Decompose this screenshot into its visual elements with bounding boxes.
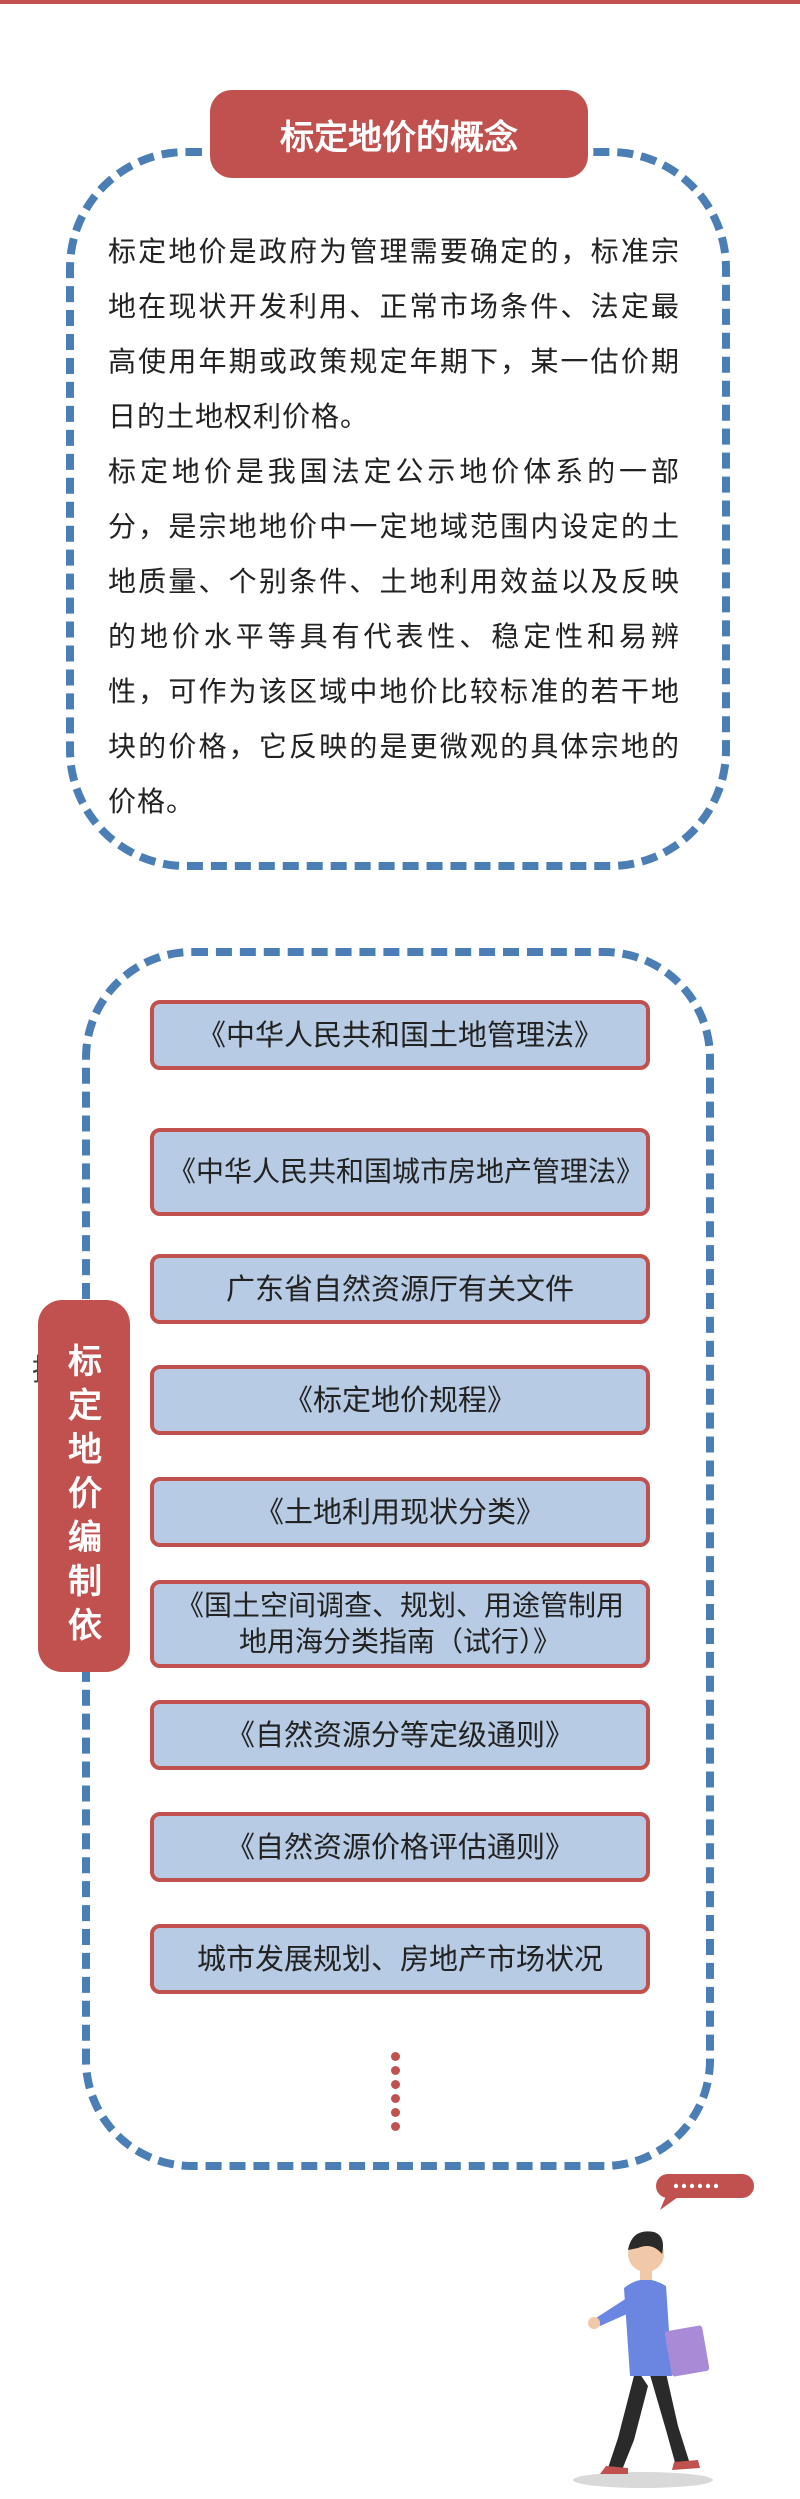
basis-item: 《自然资源分等定级通则》 xyxy=(150,1700,650,1770)
concept-paragraph-1: 标定地价是政府为管理需要确定的，标准宗地在现状开发利用、正常市场条件、法定最高使… xyxy=(108,235,680,433)
basis-item: 《中华人民共和国土地管理法》 xyxy=(150,1000,650,1070)
basis-item: 《标定地价规程》 xyxy=(150,1365,650,1435)
basis-label: 标定地价编制依 xyxy=(68,1342,102,1646)
top-rule xyxy=(0,0,800,4)
concept-paragraph-2: 标定地价是我国法定公示地价体系的一部分，是宗地地价中一定地域范围内设定的土地质量… xyxy=(108,455,680,818)
concept-title: 标定地价的概念 xyxy=(210,90,588,178)
basis-item: 《中华人民共和国城市房地产管理法》 xyxy=(150,1128,650,1216)
speech-bubble-icon xyxy=(656,2174,754,2210)
basis-item: 城市发展规划、房地产市场状况 xyxy=(150,1924,650,1994)
person-illustration xyxy=(573,2174,754,2488)
basis-item: 《土地利用现状分类》 xyxy=(150,1477,650,1547)
basis-item: 《国土空间调查、规划、用途管制用地用海分类指南（试行）》 xyxy=(150,1580,650,1668)
more-dots xyxy=(389,2052,401,2136)
basis-label-tag xyxy=(38,1300,130,1672)
basis-item: 《自然资源价格评估通则》 xyxy=(150,1812,650,1882)
concept-text: 标定地价是政府为管理需要确定的，标准宗地在现状开发利用、正常市场条件、法定最高使… xyxy=(108,224,680,829)
basis-item: 广东省自然资源厅有关文件 xyxy=(150,1254,650,1324)
